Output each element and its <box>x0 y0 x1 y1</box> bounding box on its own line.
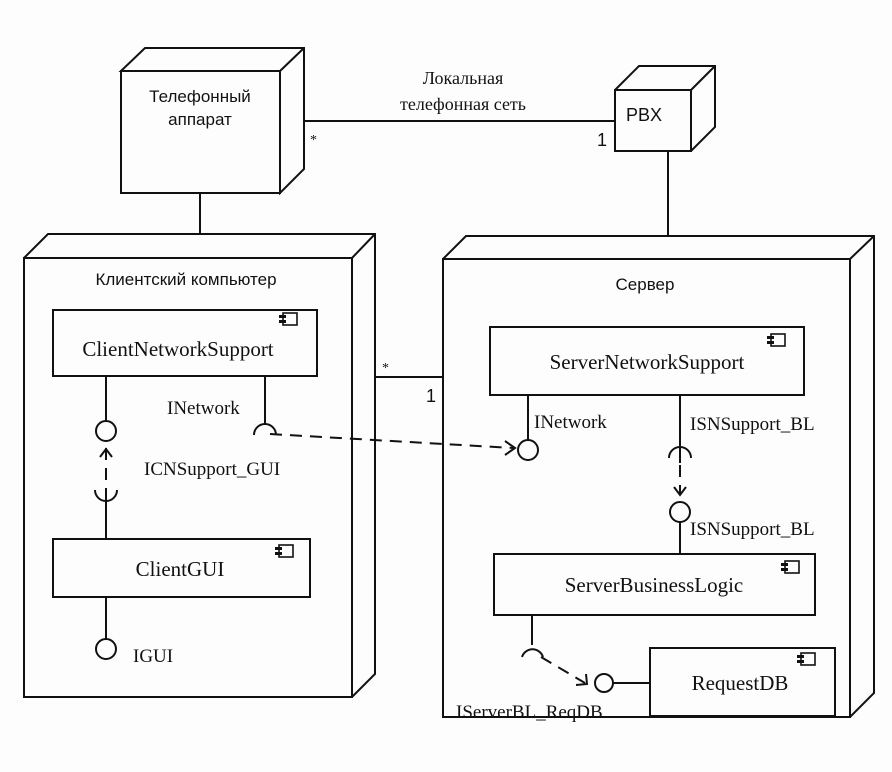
multiplicity-phone: * <box>310 133 317 148</box>
component-client-network-support[interactable] <box>52 309 318 377</box>
node-client-label: Клиентский компьютер <box>95 270 276 289</box>
component-server-business-logic[interactable] <box>493 553 816 616</box>
component-client-gui[interactable] <box>52 538 311 598</box>
interface-label-isnsupport-bl-required: ISNSupport_BL <box>690 414 815 435</box>
node-phone-label-line2: аппарат <box>168 110 232 129</box>
provided-interface-isnsupport-bl[interactable] <box>669 501 691 523</box>
dependency-inetwork <box>269 433 514 449</box>
multiplicity-server: 1 <box>426 386 436 406</box>
node-pbx-label: PBX <box>626 105 662 125</box>
component-client-gui-label: ClientGUI <box>136 557 225 581</box>
required-interface-iserverbl-reqdb[interactable] <box>521 648 544 658</box>
multiplicity-pbx: 1 <box>597 130 607 150</box>
component-request-db-label: RequestDB <box>692 671 789 695</box>
arrowhead-icon <box>99 447 113 458</box>
component-client-network-support-label: ClientNetworkSupport <box>82 337 273 361</box>
association-label-line2: телефонная сеть <box>400 94 526 114</box>
interface-label-client-inetwork: INetwork <box>167 398 240 419</box>
arrowhead-icon <box>504 440 517 456</box>
provided-interface-iserverbl-reqdb[interactable] <box>594 673 614 693</box>
interface-label-iserverbl-reqdb: IServerBL_ReqDB <box>456 702 603 723</box>
interface-label-isnsupport-bl-provided: ISNSupport_BL <box>690 519 815 540</box>
dependency-iserverbl-reqdb <box>540 656 586 684</box>
arrowhead-icon <box>673 486 687 497</box>
interface-label-igui: IGUI <box>133 646 173 667</box>
provided-interface-server-inetwork[interactable] <box>517 439 539 461</box>
component-server-network-support[interactable] <box>489 326 805 396</box>
interface-label-icnsupport-gui: ICNSupport_GUI <box>144 459 280 480</box>
required-interface-client-inetwork[interactable] <box>253 423 277 436</box>
node-phone-label-line1: Телефонный <box>149 87 251 106</box>
arrowhead-icon <box>575 673 589 686</box>
interface-label-server-inetwork: INetwork <box>534 412 607 433</box>
component-request-db[interactable] <box>649 647 836 717</box>
component-server-network-support-label: ServerNetworkSupport <box>550 350 745 374</box>
provided-interface-icnsupport-gui[interactable] <box>95 420 117 442</box>
association-label-line1: Локальная <box>423 68 503 88</box>
node-server[interactable] <box>442 235 875 718</box>
provided-interface-igui[interactable] <box>95 638 117 660</box>
node-pbx[interactable] <box>614 65 716 152</box>
required-interface-isnsupport-bl[interactable] <box>668 446 692 459</box>
node-phone[interactable] <box>118 47 305 196</box>
multiplicity-client: * <box>382 361 389 376</box>
component-server-business-logic-label: ServerBusinessLogic <box>565 573 743 597</box>
node-server-label: Сервер <box>616 275 675 294</box>
